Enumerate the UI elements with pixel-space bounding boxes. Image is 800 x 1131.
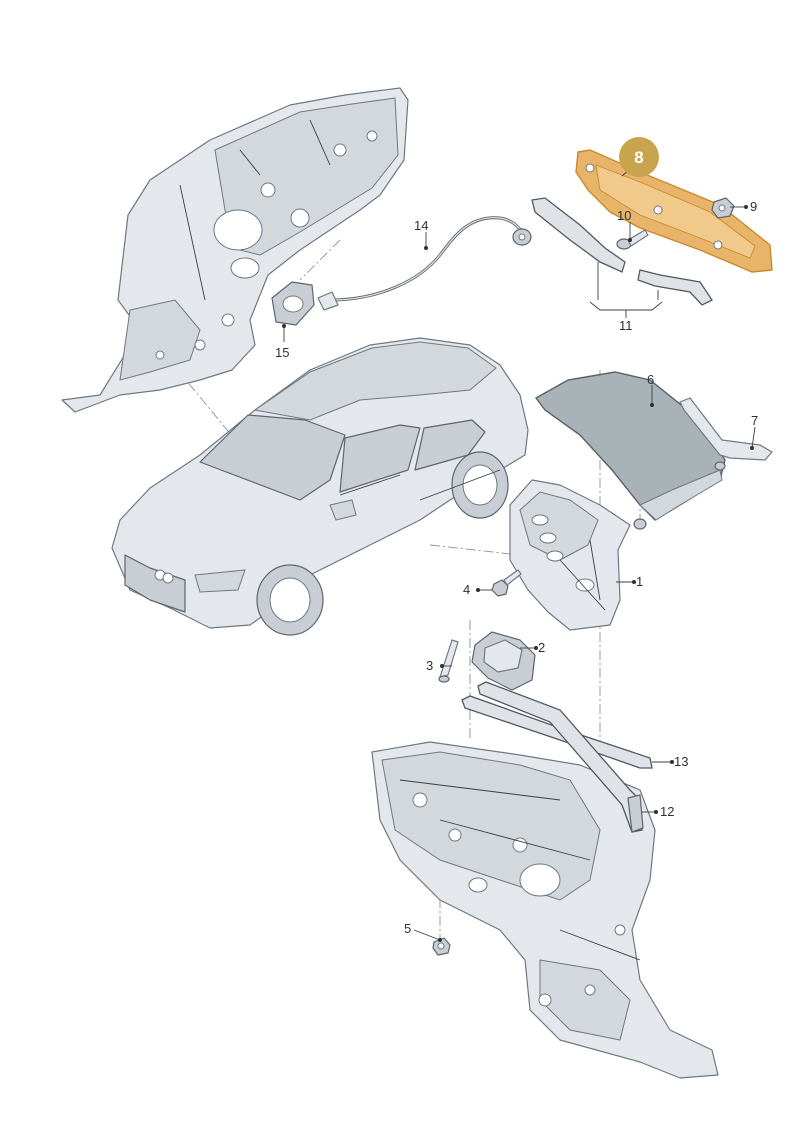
nut-9: [711, 197, 735, 219]
highlight-badge-8: 8: [619, 137, 659, 177]
bracket-7: [679, 397, 773, 471]
window-regulator-1: [509, 479, 631, 631]
label-part-4: 4: [463, 582, 470, 597]
label-part-1: 1: [636, 574, 643, 589]
label-part-14: 14: [414, 218, 428, 233]
car-body: [111, 337, 529, 636]
label-part-7: 7: [751, 413, 758, 428]
lower-side-panel: [371, 741, 719, 1079]
seal-strips: [531, 197, 713, 306]
label-part-5: 5: [404, 921, 411, 936]
label-part-15: 15: [275, 345, 289, 360]
highlight-badge-number: 8: [634, 148, 643, 167]
label-part-12: 12: [660, 804, 674, 819]
window-glass-6: [534, 371, 726, 530]
guide-channel-12: [477, 681, 644, 833]
cable-14: [317, 216, 532, 311]
motor-2: [471, 631, 536, 691]
label-part-6: 6: [647, 372, 654, 387]
bolt-3: [438, 639, 459, 683]
grommet-15: [271, 281, 315, 326]
callout-leaders: [282, 165, 756, 942]
callout-labels: 1 2 3 4 5 6 7 9 10 11 12 13 14 15: [275, 199, 758, 936]
label-part-3: 3: [426, 658, 433, 673]
label-part-2: 2: [538, 640, 545, 655]
label-part-11: 11: [619, 318, 633, 333]
upper-side-panel: [61, 87, 409, 413]
nut-5: [432, 937, 451, 956]
label-part-9: 9: [750, 199, 757, 214]
label-part-10: 10: [617, 208, 631, 223]
seal-strip-13: [461, 695, 653, 769]
label-part-13: 13: [674, 754, 688, 769]
nut-4: [491, 569, 522, 597]
screw-10: [616, 229, 649, 250]
